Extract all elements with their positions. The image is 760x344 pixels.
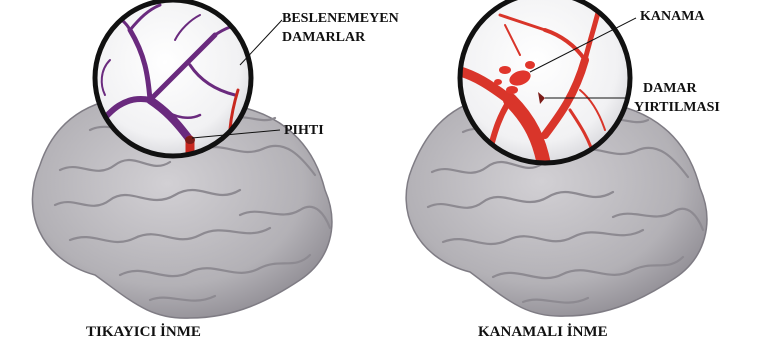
ischemic-panel: BESLENEMEYEN DAMARLAR PIHTI TIKAYICI İNM…: [32, 0, 398, 340]
rupture-label-line2: YIRTILMASI: [634, 100, 720, 115]
unfed-vessels-label-line1: BESLENEMEYEN: [282, 11, 399, 26]
clot: [185, 136, 195, 144]
hemorrhagic-caption: KANAMALI İNME: [478, 323, 608, 340]
bleeding-label: KANAMA: [640, 9, 705, 24]
rupture-label-line1: DAMAR: [643, 81, 698, 96]
hemorrhagic-panel: KANAMA DAMAR YIRTILMASI KANAMALI İNME: [406, 0, 720, 340]
unfed-vessels-label-line2: DAMARLAR: [282, 30, 366, 45]
ischemic-caption: TIKAYICI İNME: [86, 323, 201, 340]
clot-label: PIHTI: [284, 123, 324, 138]
